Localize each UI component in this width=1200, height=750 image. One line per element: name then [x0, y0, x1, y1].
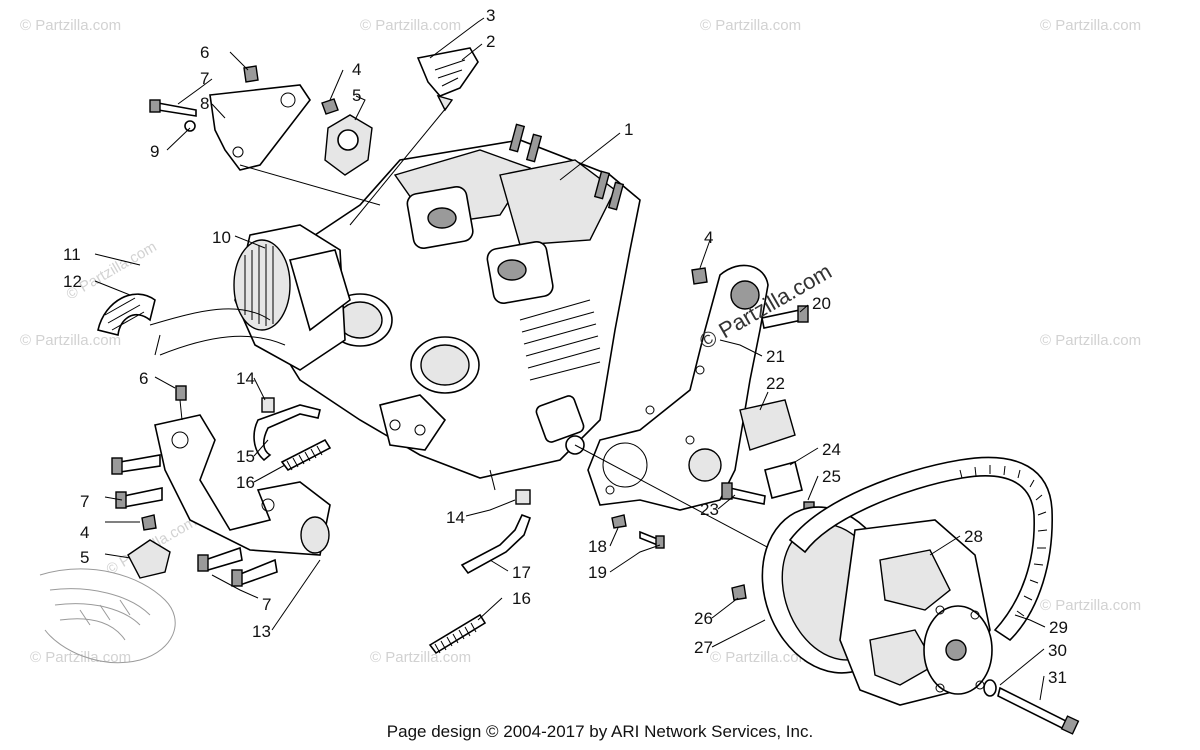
callout-20: 20: [812, 294, 831, 313]
callout-14: 14: [446, 508, 465, 527]
callout-6: 6: [139, 369, 148, 388]
callout-21: 21: [766, 347, 785, 366]
watermark: © Partzilla.com: [370, 649, 471, 666]
watermark: © Partzilla.com: [700, 17, 801, 34]
callout-14: 14: [236, 369, 255, 388]
clutch-bolt: [983, 679, 1080, 735]
watermark: © Partzilla.com: [30, 649, 131, 666]
watermark: © Partzilla.com: [1040, 597, 1141, 614]
callout-4: 4: [352, 60, 361, 79]
engine-mount-lower: [111, 385, 331, 587]
callout-11: 11: [63, 245, 81, 264]
watermark: © Partzilla.com: [360, 17, 461, 34]
recoil-starter: [233, 224, 351, 371]
callout-18: 18: [588, 537, 607, 556]
callout-30: 30: [1048, 641, 1067, 660]
callout-6: 6: [200, 43, 209, 62]
callout-25: 25: [822, 467, 841, 486]
callout-5: 5: [80, 548, 89, 567]
watermark: © Partzilla.com: [1040, 17, 1141, 34]
callout-24: 24: [822, 440, 841, 459]
fuel-lines: [253, 397, 532, 655]
callout-4: 4: [80, 523, 89, 542]
callout-13: 13: [252, 622, 271, 641]
callout-29: 29: [1049, 618, 1068, 637]
drive-clutch: [731, 506, 993, 706]
chassis-outline: [39, 568, 176, 664]
callout-5: 5: [352, 86, 361, 105]
callout-2: 2: [486, 32, 495, 51]
callout-23: 23: [700, 500, 719, 519]
callout-7: 7: [262, 595, 271, 614]
callout-4: 4: [704, 228, 713, 247]
callout-1: 1: [624, 120, 633, 139]
callout-27: 27: [694, 638, 713, 657]
callout-labels: 1 2 3 4 4 4 5 5 6 6 7 7 7 8 9 10 11 12 1…: [63, 6, 1068, 687]
callout-17: 17: [512, 563, 531, 582]
watermark: © Partzilla.com: [20, 332, 121, 349]
engine-mount-upper: [149, 65, 381, 206]
callout-7: 7: [80, 492, 89, 511]
callout-16: 16: [512, 589, 531, 608]
callout-3: 3: [486, 6, 495, 25]
watermark: © Partzilla.com: [20, 17, 121, 34]
callout-22: 22: [766, 374, 785, 393]
callout-10: 10: [212, 228, 231, 247]
callout-7: 7: [200, 69, 209, 88]
callout-9: 9: [150, 142, 159, 161]
parts-layer: [39, 47, 1080, 735]
drive-plate: [574, 264, 981, 661]
callout-8: 8: [200, 94, 209, 113]
engine-assembly: [271, 123, 641, 479]
watermark: © Partzilla.com: [710, 649, 811, 666]
watermark: © Partzilla.com: [1040, 332, 1141, 349]
callout-12: 12: [63, 272, 82, 291]
callout-15: 15: [236, 447, 255, 466]
callout-19: 19: [588, 563, 607, 582]
air-intake-hose: [97, 293, 286, 356]
callout-28: 28: [964, 527, 983, 546]
callout-31: 31: [1048, 668, 1067, 687]
callout-16: 16: [236, 473, 255, 492]
leader-lines: [94, 17, 1046, 701]
callout-26: 26: [694, 609, 713, 628]
drive-belt: [788, 456, 1053, 642]
page-footer: Page design © 2004-2017 by ARI Network S…: [386, 722, 814, 741]
starter-handle: [349, 47, 479, 226]
